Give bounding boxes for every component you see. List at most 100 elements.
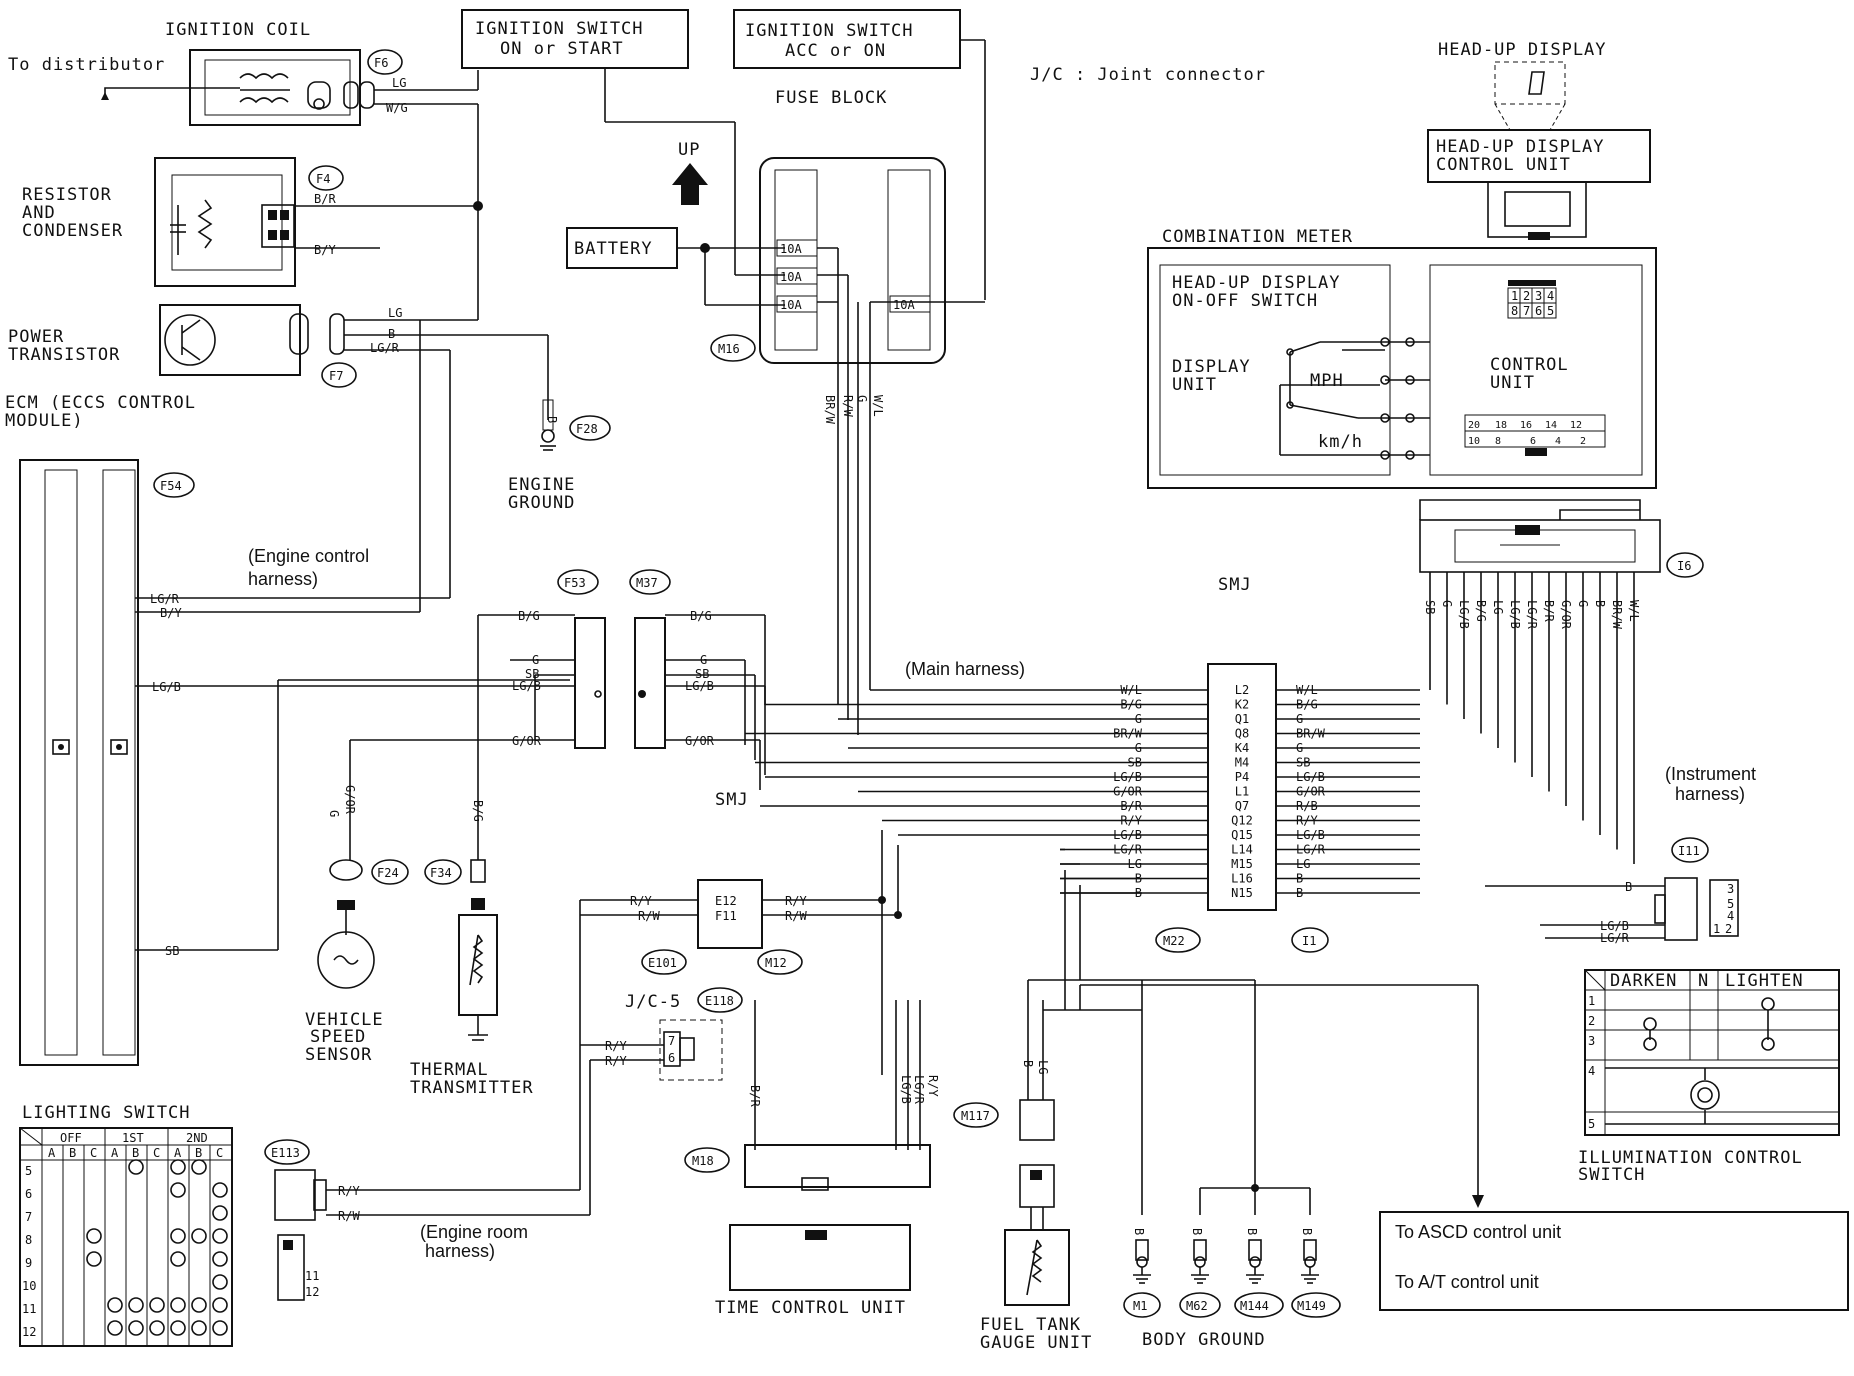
svg-text:G: G	[327, 810, 341, 817]
svg-text:M37: M37	[636, 576, 658, 590]
svg-text:F28: F28	[576, 422, 598, 436]
svg-text:R/Y: R/Y	[926, 1075, 940, 1097]
svg-text:SB: SB	[165, 944, 179, 958]
svg-text:(Engine room: (Engine room	[420, 1222, 528, 1242]
smj-right-wire: SB	[1296, 756, 1310, 770]
svg-text:5: 5	[1547, 304, 1554, 318]
svg-text:1: 1	[1588, 994, 1595, 1008]
i6-wire-label: B/R	[1542, 600, 1556, 622]
i6-wire-label: W/L	[1627, 600, 1641, 622]
svg-text:E118: E118	[705, 994, 734, 1008]
svg-text:E113: E113	[271, 1146, 300, 1160]
ecm-connector	[19, 459, 139, 1066]
svg-text:LG/R: LG/R	[370, 341, 400, 355]
switch-contact-mark	[212, 1182, 228, 1198]
svg-text:F34: F34	[430, 866, 452, 880]
svg-text:M117: M117	[961, 1109, 990, 1123]
svg-text:ILLUMINATION CONTROL: ILLUMINATION CONTROL	[1578, 1148, 1803, 1168]
svg-text:G: G	[700, 653, 707, 667]
smj-left-wire: G	[1135, 712, 1142, 726]
smj-pin: Q7	[1235, 799, 1249, 813]
svg-text:R/W: R/W	[638, 909, 660, 923]
svg-text:M12: M12	[765, 956, 787, 970]
switch-contact-mark	[191, 1228, 207, 1244]
switch-contact-mark	[128, 1297, 144, 1313]
svg-text:CONTROL: CONTROL	[1490, 355, 1569, 375]
svg-text:G/OR: G/OR	[343, 785, 357, 815]
svg-text:B: B	[195, 1146, 202, 1160]
connector-M18	[684, 1147, 730, 1173]
svg-text:B: B	[69, 1146, 76, 1160]
svg-text:A: A	[174, 1146, 182, 1160]
smj-pin: M4	[1235, 756, 1249, 770]
smj-left-wire: LG/R	[1113, 843, 1143, 857]
svg-text:(Engine control: (Engine control	[248, 546, 369, 566]
switch-contact-mark	[170, 1251, 186, 1267]
smj-left-wire: W/L	[1120, 683, 1142, 697]
smj-pin: P4	[1235, 770, 1249, 784]
switch-contact-mark	[128, 1320, 144, 1336]
svg-text:LG/R: LG/R	[912, 1075, 926, 1105]
svg-text:2ND: 2ND	[186, 1131, 208, 1145]
i6-wire-label: B	[1593, 600, 1607, 607]
svg-text:B/R: B/R	[748, 1085, 762, 1107]
switch-contact-mark	[170, 1228, 186, 1244]
smj-left-wire: LG	[1128, 857, 1142, 871]
ignition-coil-label: IGNITION COIL	[165, 20, 311, 40]
svg-text:N: N	[1698, 971, 1709, 991]
svg-text:A: A	[48, 1146, 56, 1160]
power-transistor	[159, 304, 345, 376]
svg-text:POWER: POWER	[8, 327, 64, 347]
svg-text:B: B	[1300, 1228, 1314, 1235]
switch-contact-mark	[212, 1205, 228, 1221]
svg-text:GROUND: GROUND	[508, 493, 575, 513]
svg-text:LG/R: LG/R	[150, 592, 180, 606]
svg-text:2: 2	[1523, 289, 1530, 303]
svg-text:ON-OFF SWITCH: ON-OFF SWITCH	[1172, 291, 1318, 311]
svg-text:MPH: MPH	[1310, 371, 1344, 391]
joint-connector-jc5	[659, 1019, 723, 1081]
svg-text:harness): harness)	[1675, 784, 1745, 804]
switch-contact-mark	[170, 1297, 186, 1313]
svg-text:MODULE): MODULE)	[5, 411, 84, 431]
svg-text:M149: M149	[1297, 1299, 1326, 1313]
switch-contact-mark	[212, 1297, 228, 1313]
svg-text:LG/B: LG/B	[685, 679, 714, 693]
svg-text:UP: UP	[678, 140, 700, 160]
svg-text:harness): harness)	[425, 1241, 495, 1261]
svg-text:SWITCH: SWITCH	[1578, 1165, 1645, 1185]
svg-text:LG: LG	[1036, 1060, 1050, 1074]
svg-text:B: B	[545, 416, 559, 423]
e113-connector: 11 12	[274, 1169, 327, 1301]
svg-text:R/Y: R/Y	[605, 1054, 627, 1068]
svg-text:2: 2	[1580, 436, 1586, 447]
svg-text:B: B	[1132, 1228, 1146, 1235]
svg-text:7: 7	[668, 1034, 675, 1048]
smj-left-wire: LG/B	[1113, 828, 1142, 842]
svg-text:LG: LG	[388, 306, 402, 320]
smj-pin: L1	[1235, 785, 1249, 799]
svg-text:BATTERY: BATTERY	[574, 239, 653, 259]
connector-M117	[953, 1102, 999, 1128]
svg-text:B: B	[132, 1146, 139, 1160]
smj-right-wire: R/B	[1296, 799, 1318, 813]
smj-right-wire: BR/W	[1296, 727, 1326, 741]
switch-contact-mark	[86, 1251, 102, 1267]
svg-text:OFF: OFF	[60, 1131, 82, 1145]
svg-text:6: 6	[1530, 436, 1536, 447]
connector-M12	[757, 949, 803, 975]
svg-text:3: 3	[1535, 289, 1542, 303]
ignition-switch-acc-on: IGNITION SWITCH ACC or ON	[733, 9, 961, 69]
i6-wire-label: B/G	[1474, 600, 1488, 622]
smj-left-wire: SB	[1128, 756, 1142, 770]
svg-text:W/L: W/L	[871, 395, 885, 417]
svg-text:12: 12	[22, 1325, 36, 1339]
combination-meter	[1147, 247, 1657, 489]
svg-text:FUEL TANK: FUEL TANK	[980, 1315, 1081, 1335]
svg-text:UNIT: UNIT	[1172, 375, 1217, 395]
thermal-transmitter	[458, 898, 498, 1041]
i6-wire-label: G	[1576, 600, 1590, 607]
smj-pin: K2	[1235, 698, 1249, 712]
svg-text:M144: M144	[1240, 1299, 1269, 1313]
